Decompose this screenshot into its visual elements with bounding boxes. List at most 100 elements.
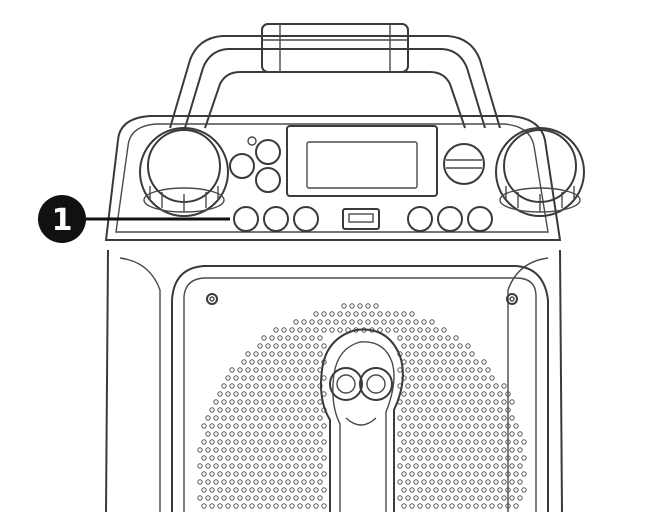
grille-hole	[401, 503, 407, 509]
grille-hole	[305, 439, 311, 445]
grille-hole	[413, 367, 419, 373]
grille-hole	[317, 319, 323, 325]
grille-hole	[513, 455, 519, 461]
speaker-grille	[197, 303, 527, 509]
grille-hole	[277, 495, 283, 501]
grille-hole	[281, 455, 287, 461]
grille-hole	[229, 447, 235, 453]
grille-hole	[233, 439, 239, 445]
grille-hole	[261, 383, 267, 389]
grille-hole	[481, 359, 487, 365]
grille-hole	[437, 447, 443, 453]
grille-hole	[257, 391, 263, 397]
grille-hole	[233, 375, 239, 381]
grille-hole	[437, 463, 443, 469]
grille-hole	[429, 447, 435, 453]
grille-hole	[429, 479, 435, 485]
grille-hole	[497, 455, 503, 461]
grille-hole	[405, 479, 411, 485]
grille-hole	[481, 503, 487, 509]
grille-hole	[397, 319, 403, 325]
grille-hole	[257, 407, 263, 413]
grille-hole	[217, 423, 223, 429]
grille-hole	[261, 431, 267, 437]
grille-hole	[409, 311, 415, 317]
grille-hole	[229, 399, 235, 405]
grille-hole	[473, 439, 479, 445]
grille-hole	[245, 431, 251, 437]
grille-hole	[225, 407, 231, 413]
grille-hole	[465, 439, 471, 445]
grille-hole	[277, 335, 283, 341]
grille-hole	[453, 463, 459, 469]
grille-hole	[509, 447, 515, 453]
grille-hole	[401, 455, 407, 461]
grille-hole	[329, 327, 335, 333]
grille-hole	[249, 455, 255, 461]
grille-hole	[309, 415, 315, 421]
grille-hole	[461, 367, 467, 373]
callout-marker	[38, 195, 86, 243]
grille-hole	[425, 375, 431, 381]
grille-hole	[425, 343, 431, 349]
grille-hole	[289, 391, 295, 397]
grille-hole	[469, 415, 475, 421]
grille-hole	[369, 311, 375, 317]
grille-hole	[217, 455, 223, 461]
grille-hole	[245, 495, 251, 501]
grille-hole	[265, 455, 271, 461]
grille-hole	[509, 495, 515, 501]
grille-hole	[257, 359, 263, 365]
grille-hole	[461, 383, 467, 389]
grille-hole	[493, 495, 499, 501]
grille-hole	[413, 479, 419, 485]
grille-hole	[317, 351, 323, 357]
grille-hole	[237, 447, 243, 453]
grille-hole	[425, 503, 431, 509]
grille-hole	[201, 423, 207, 429]
grille-hole	[497, 423, 503, 429]
grille-hole	[309, 383, 315, 389]
grille-hole	[493, 415, 499, 421]
grille-hole	[453, 495, 459, 501]
grille-hole	[285, 495, 291, 501]
grille-hole	[469, 447, 475, 453]
grille-hole	[493, 447, 499, 453]
grille-hole	[321, 487, 327, 493]
grille-hole	[321, 471, 327, 477]
grille-hole	[437, 383, 443, 389]
grille-hole	[449, 439, 455, 445]
grille-hole	[429, 367, 435, 373]
grille-hole	[273, 439, 279, 445]
grille-hole	[437, 415, 443, 421]
grille-hole	[293, 319, 299, 325]
grille-hole	[233, 471, 239, 477]
grille-hole	[285, 447, 291, 453]
grille-hole	[321, 343, 327, 349]
grille-hole	[445, 367, 451, 373]
grille-hole	[505, 455, 511, 461]
grille-hole	[281, 359, 287, 365]
grille-hole	[273, 455, 279, 461]
grille-hole	[521, 471, 527, 477]
grille-hole	[269, 415, 275, 421]
grille-hole	[485, 415, 491, 421]
grille-hole	[497, 487, 503, 493]
grille-hole	[249, 375, 255, 381]
grille-hole	[489, 375, 495, 381]
grille-hole	[253, 431, 259, 437]
grille-hole	[473, 423, 479, 429]
grille-hole	[501, 399, 507, 405]
grille-hole	[385, 311, 391, 317]
grille-hole	[401, 391, 407, 397]
grille-hole	[385, 327, 391, 333]
grille-hole	[417, 439, 423, 445]
grille-hole	[257, 503, 263, 509]
grille-hole	[445, 415, 451, 421]
grille-hole	[445, 463, 451, 469]
grille-hole	[477, 463, 483, 469]
grille-hole	[409, 407, 415, 413]
grille-hole	[301, 447, 307, 453]
grille-hole	[317, 383, 323, 389]
grille-hole	[413, 495, 419, 501]
